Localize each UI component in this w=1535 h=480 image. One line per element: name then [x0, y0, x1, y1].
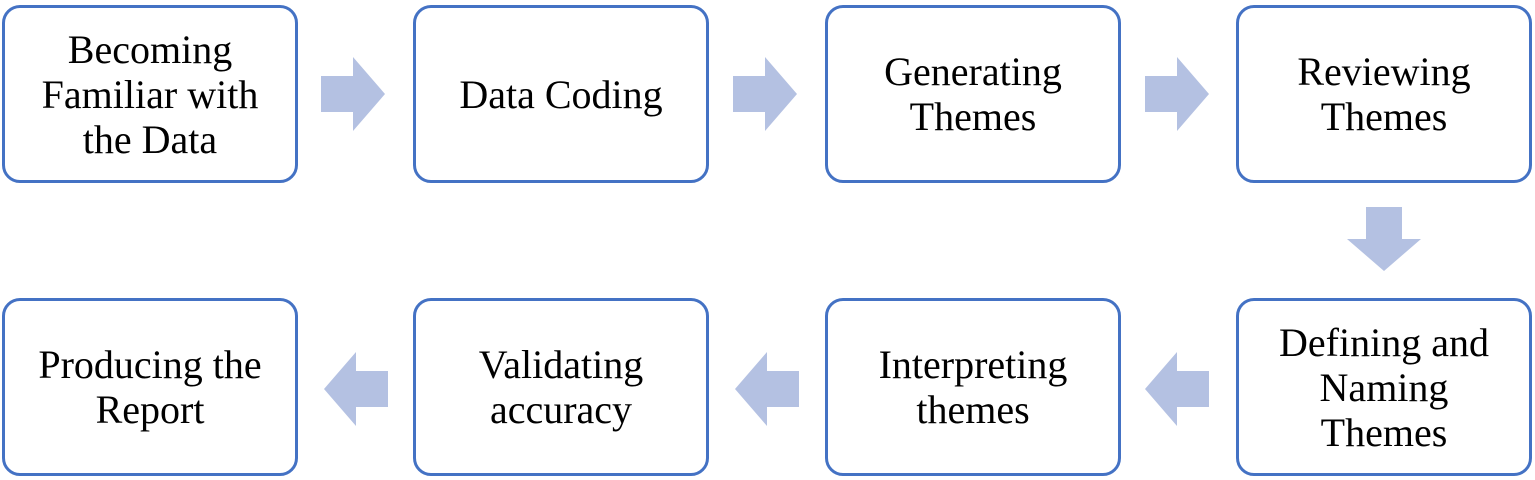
step-1-becoming-familiar: Becoming Familiar with the Data	[2, 5, 298, 183]
step-label: Generating Themes	[884, 49, 1062, 139]
arrow-right-icon	[321, 57, 385, 131]
step-7-validating-accuracy: Validating accuracy	[413, 298, 709, 476]
step-label: Validating accuracy	[478, 342, 644, 432]
arrow-left-icon	[1145, 352, 1209, 426]
step-label: Defining and Naming Themes	[1279, 319, 1489, 455]
arrow-right-icon	[733, 57, 797, 131]
step-label: Interpreting themes	[878, 342, 1068, 432]
step-2-data-coding: Data Coding	[413, 5, 709, 183]
step-6-interpreting-themes: Interpreting themes	[825, 298, 1121, 476]
step-label: Becoming Familiar with the Data	[41, 26, 259, 162]
arrow-right-icon	[1145, 57, 1209, 131]
step-5-defining-naming-themes: Defining and Naming Themes	[1236, 298, 1532, 476]
arrow-down-icon	[1347, 207, 1421, 271]
step-label: Reviewing Themes	[1297, 49, 1471, 139]
step-8-producing-report: Producing the Report	[2, 298, 298, 476]
step-4-reviewing-themes: Reviewing Themes	[1236, 5, 1532, 183]
step-label: Producing the Report	[38, 342, 262, 432]
step-label: Data Coding	[459, 71, 663, 117]
arrow-left-icon	[324, 352, 388, 426]
step-3-generating-themes: Generating Themes	[825, 5, 1121, 183]
arrow-left-icon	[735, 352, 799, 426]
